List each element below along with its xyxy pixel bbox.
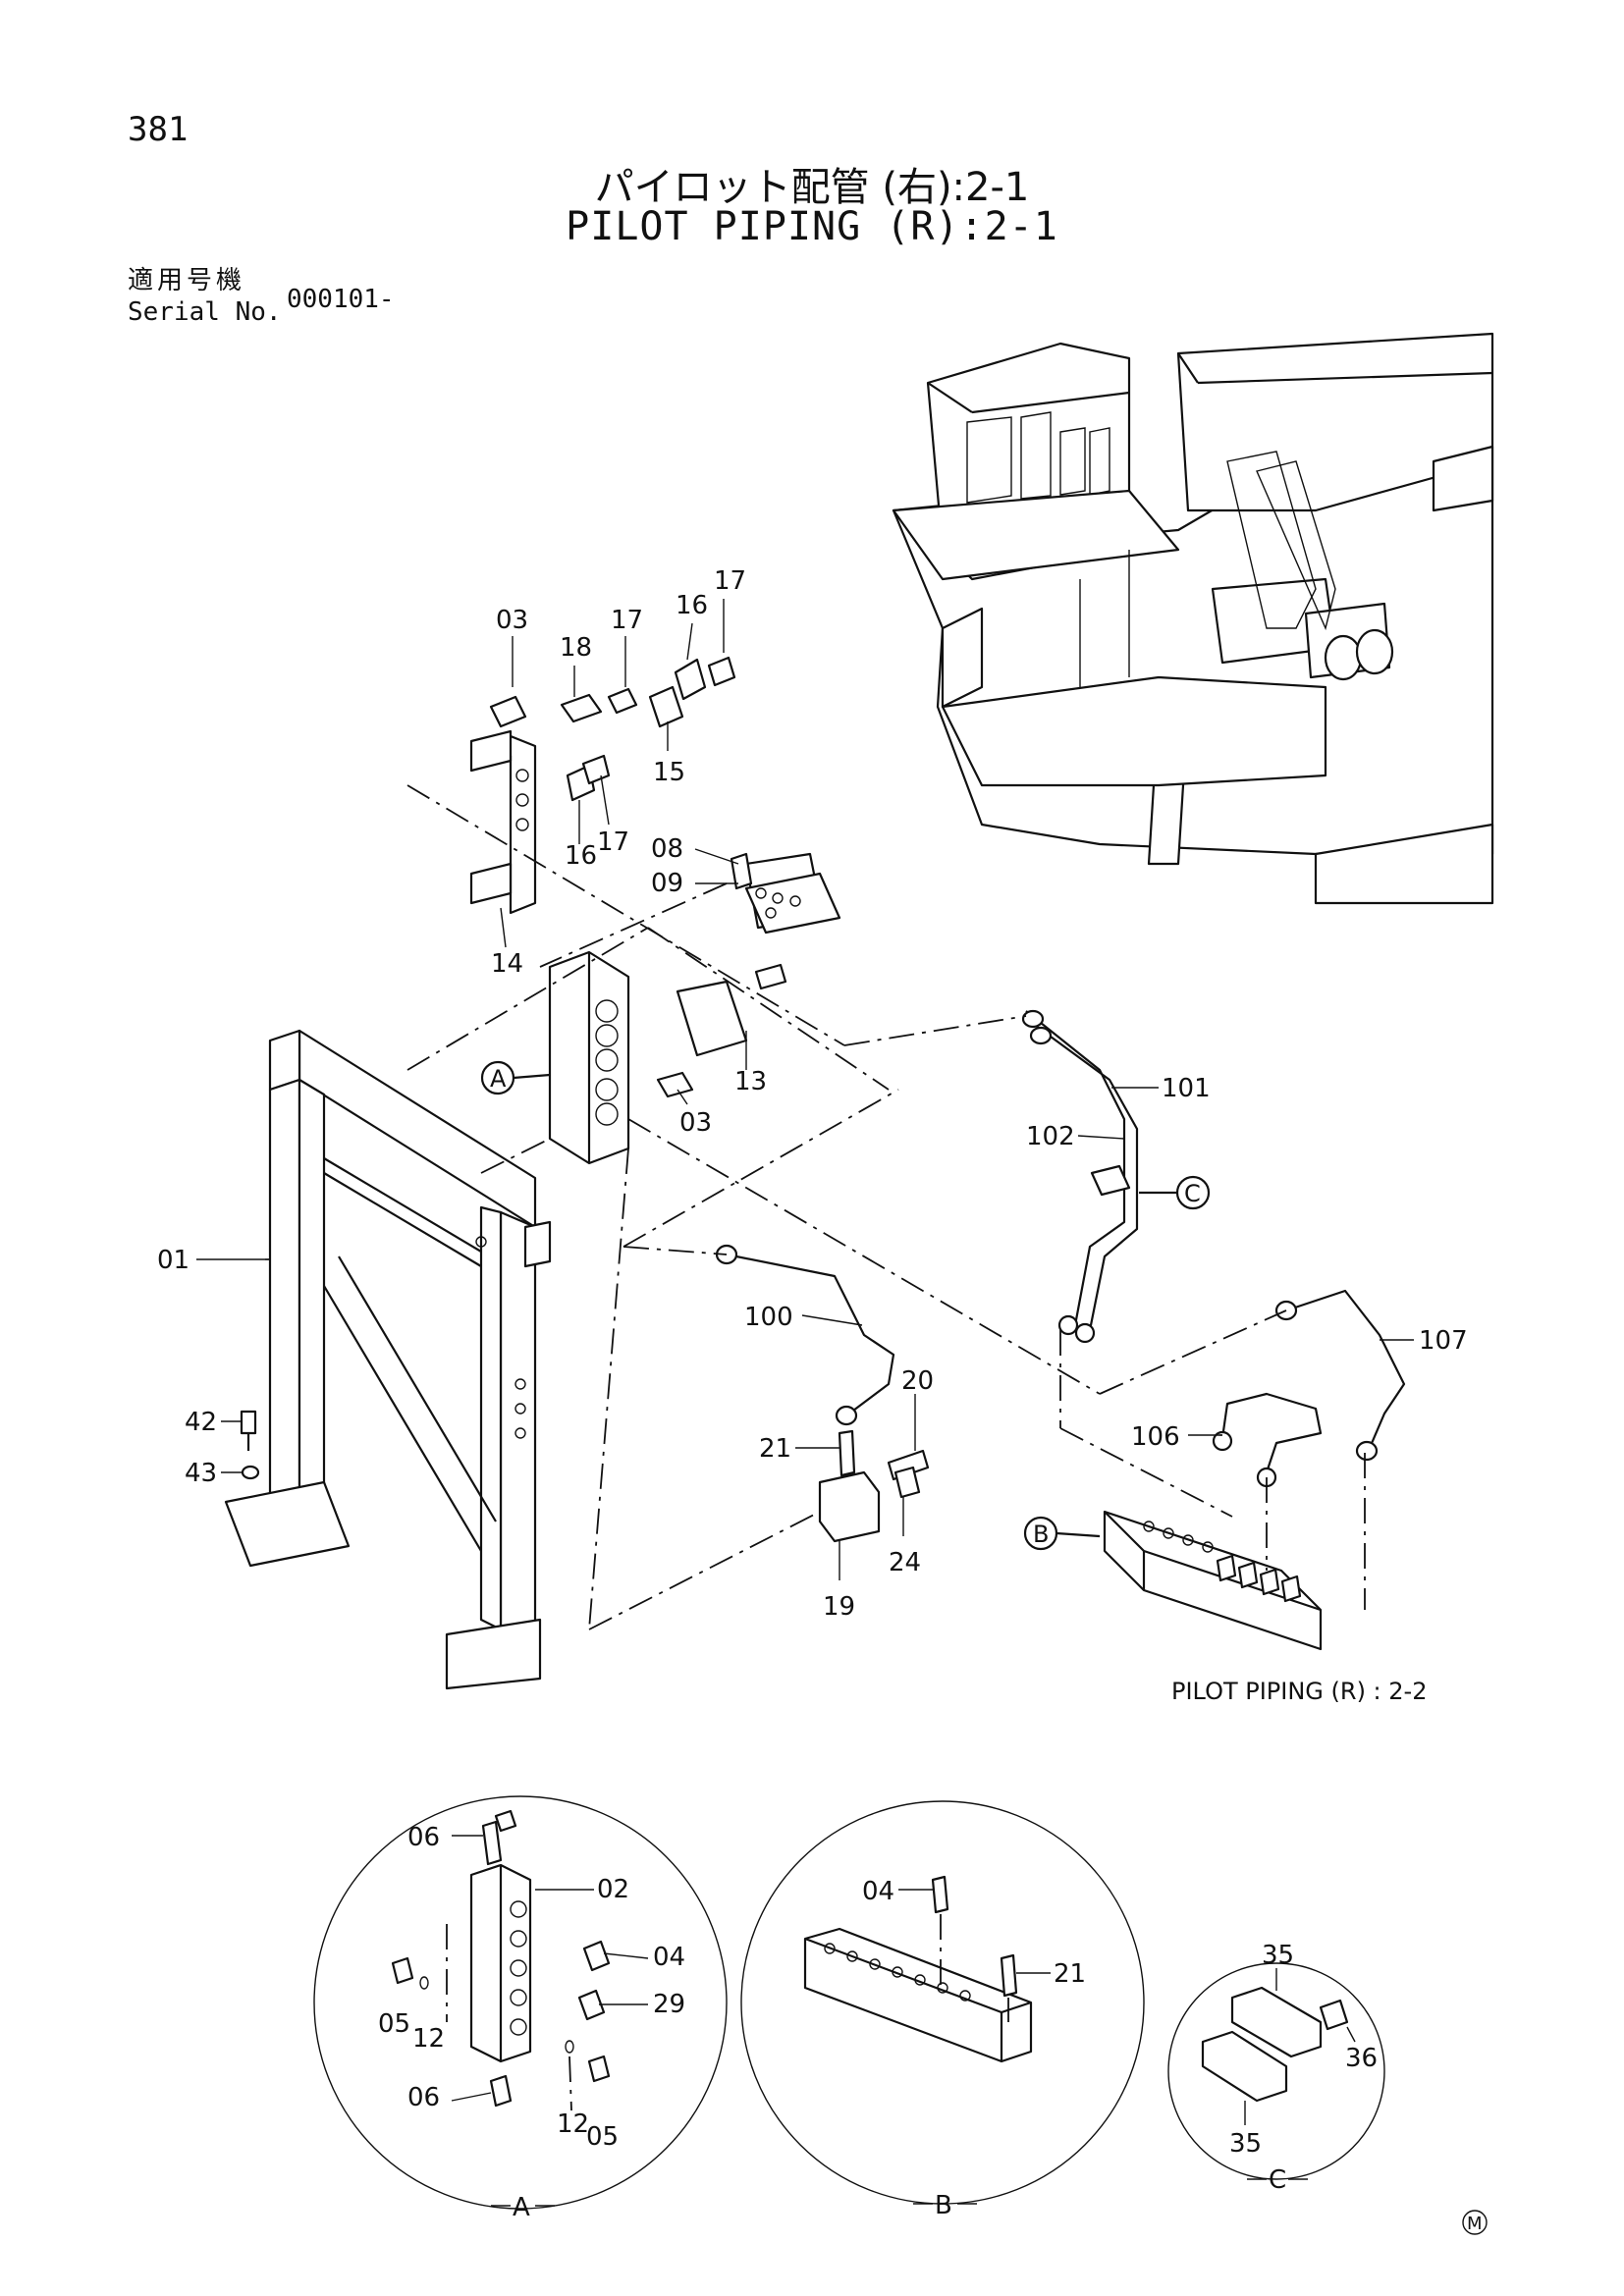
clamp-hardware-drawing (489, 656, 736, 802)
callout-43: 43 (185, 1459, 217, 1488)
callout-03-top: 03 (496, 606, 528, 635)
callout-101: 101 (1162, 1074, 1211, 1103)
detail-a-callout-04: 04 (653, 1943, 685, 1972)
detail-c: 35 36 35 C (1167, 1941, 1385, 2195)
serial-label-japanese: 適用号機 (128, 266, 246, 295)
detail-a-callout-06-top: 06 (407, 1823, 440, 1852)
page-title-japanese: パイロット配管 (右):2-1 (594, 165, 1030, 210)
svg-text:A: A (490, 1065, 507, 1093)
detail-b-callout-21: 21 (1054, 1959, 1086, 1989)
manifold-b-drawing (1103, 1510, 1323, 1651)
detail-c-callout-35-top: 35 (1262, 1941, 1294, 1970)
callout-01: 01 (157, 1246, 189, 1275)
callout-14: 14 (491, 949, 523, 979)
detail-c-circle (1167, 1962, 1385, 2180)
callout-17-top: 17 (611, 606, 643, 635)
serial-number-value: 000101- (287, 285, 395, 314)
callout-100: 100 (744, 1303, 793, 1332)
callout-106: 106 (1131, 1422, 1180, 1452)
callout-19: 19 (823, 1592, 855, 1622)
machine-overview-illustration (892, 332, 1494, 905)
detail-c-label: C (1269, 2165, 1286, 2195)
block-19-drawing (818, 1429, 930, 1543)
detail-a-label: A (513, 2193, 530, 2222)
support-frame-drawing (224, 1029, 552, 1690)
svg-text:B: B (1033, 1521, 1049, 1548)
reference-marker-c: C (1139, 1175, 1211, 1210)
detail-b-callout-04: 04 (862, 1877, 894, 1906)
callout-17-middle: 17 (597, 828, 629, 857)
bolt-42-washer-43-drawing (240, 1410, 260, 1480)
svg-text:C: C (1184, 1180, 1201, 1207)
detail-a-callout-02: 02 (597, 1875, 629, 1904)
assembly-leader-lines (406, 784, 1366, 1630)
svg-text:M: M (1467, 2214, 1483, 2234)
callout-17-upper-right: 17 (714, 566, 746, 596)
callout-24: 24 (889, 1548, 921, 1577)
callout-13: 13 (734, 1067, 767, 1096)
callout-03-middle: 03 (679, 1108, 712, 1138)
detail-a-callout-05-left: 05 (378, 2009, 410, 2039)
manifold-a-drawing (548, 950, 787, 1165)
detail-a-callout-29: 29 (653, 1990, 685, 2019)
callout-09: 09 (651, 869, 683, 898)
detail-c-callout-36: 36 (1345, 2044, 1378, 2073)
page-title-english: PILOT PIPING (R):2-1 (566, 204, 1058, 249)
detail-b-circle (740, 1800, 1145, 2205)
callout-42: 42 (185, 1408, 217, 1437)
detail-a-callout-12-left: 12 (412, 2024, 445, 2054)
callout-102: 102 (1026, 1122, 1075, 1151)
detail-a-circle (313, 1795, 728, 2210)
serial-label-english: Serial No. (128, 297, 282, 327)
footer-circled-m-mark: M (1462, 2210, 1488, 2235)
detail-a-callout-06-bottom: 06 (407, 2083, 440, 2112)
detail-a-callout-12-right: 12 (557, 2109, 589, 2139)
callout-16-top: 16 (676, 591, 708, 620)
solenoid-valve-08-09-drawing (730, 852, 841, 934)
detail-c-callout-35-bottom: 35 (1229, 2129, 1262, 2159)
callout-20: 20 (901, 1366, 934, 1396)
detail-a: 06 02 04 05 12 29 06 12 05 A (313, 1795, 728, 2222)
reference-marker-a: A (480, 1060, 551, 1095)
page-number: 381 (128, 110, 189, 149)
callout-08: 08 (651, 834, 683, 864)
callout-15: 15 (653, 758, 685, 787)
callout-21: 21 (759, 1434, 791, 1464)
callout-leaders (196, 599, 1414, 1580)
pilot-pipes-drawing (715, 1009, 1406, 1488)
callout-16-middle: 16 (565, 841, 597, 871)
reference-marker-b: B (1023, 1516, 1101, 1551)
callout-107: 107 (1419, 1326, 1468, 1356)
bracket-14-drawing (469, 729, 537, 915)
callout-18: 18 (560, 633, 592, 663)
detail-b-label: B (935, 2191, 952, 2220)
detail-b: 04 21 B (740, 1800, 1145, 2220)
continuation-reference: PILOT PIPING (R) : 2-2 (1171, 1678, 1427, 1705)
detail-a-callout-05-right: 05 (586, 2122, 619, 2152)
